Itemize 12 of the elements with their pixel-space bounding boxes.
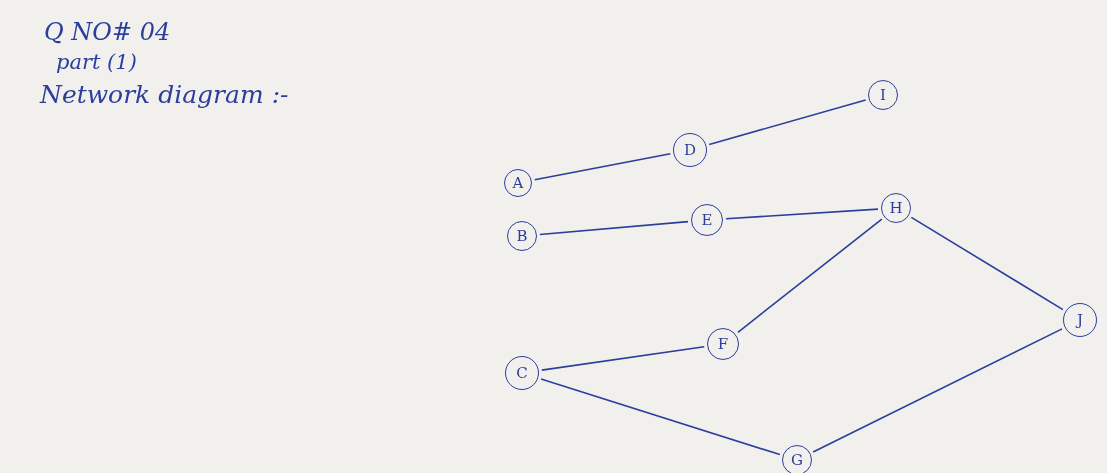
- connector-line: [541, 345, 705, 371]
- connector-line: [737, 218, 883, 334]
- question-number: Q NO# 04: [44, 20, 171, 44]
- connector-line: [910, 216, 1064, 311]
- part-label: part (1): [56, 52, 137, 73]
- connector-line: [533, 152, 672, 181]
- connector-line: [725, 208, 879, 220]
- connector-line: [812, 328, 1063, 453]
- connector-line: [540, 378, 781, 456]
- connector-line: [708, 99, 867, 146]
- title: Network diagram :-: [40, 82, 289, 107]
- connector-line: [539, 220, 689, 236]
